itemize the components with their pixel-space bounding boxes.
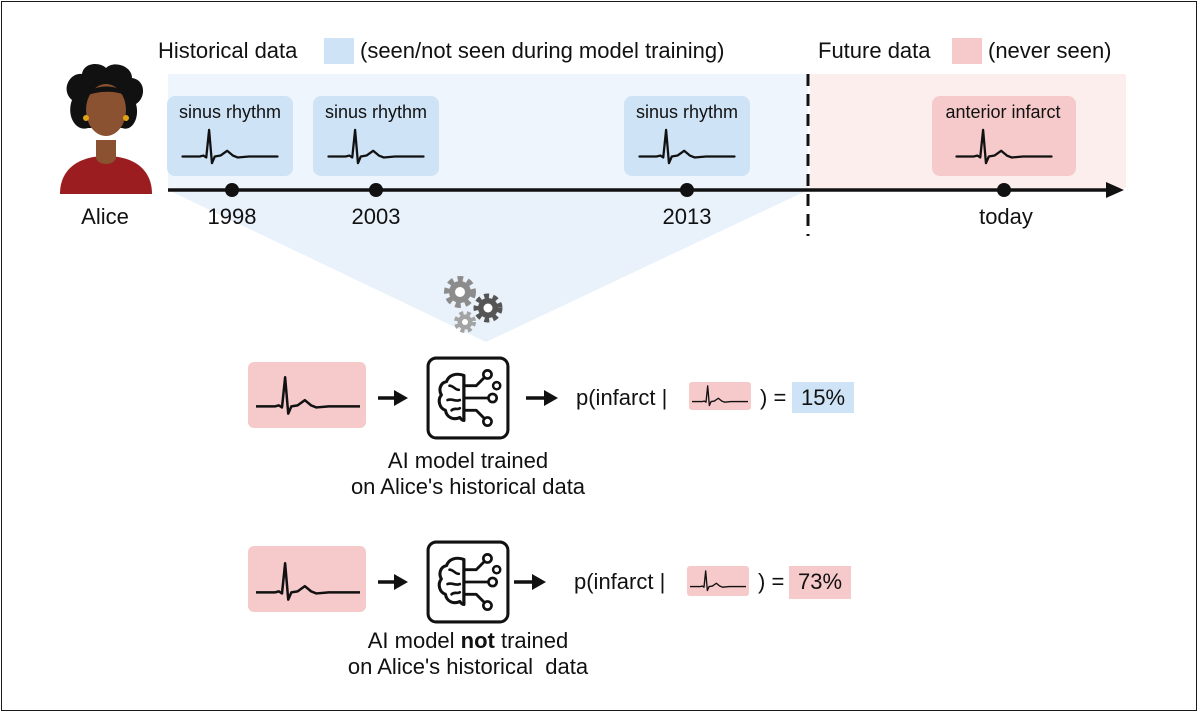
model-caption-line2: on Alice's historical data — [351, 474, 586, 499]
legend-historical-note: (seen/not seen during model training) — [360, 38, 724, 63]
legend-historical-label: Historical data — [158, 38, 298, 63]
legend-future-label: Future data — [818, 38, 931, 63]
event-label: anterior infarct — [945, 102, 1060, 122]
event-today: anterior infarct today — [932, 96, 1076, 229]
probability-prefix: p(infarct | — [576, 385, 667, 410]
event-year: 2013 — [663, 204, 712, 229]
person-avatar — [60, 64, 152, 194]
training-funnel — [168, 190, 808, 342]
brain-circuit-icon — [426, 540, 510, 624]
event-1998: sinus rhythm 1998 — [167, 96, 293, 229]
model-caption-line2: on Alice's historical data — [348, 654, 589, 679]
event-year: 2003 — [352, 204, 401, 229]
arrow-right-icon — [1106, 182, 1124, 198]
event-year: today — [979, 204, 1033, 229]
event-2003: sinus rhythm 2003 — [313, 96, 439, 229]
legend-historical-swatch — [324, 38, 354, 64]
probability-value-badge — [792, 382, 854, 413]
probability-value: 73% — [798, 569, 842, 594]
probability-suffix: ) = — [758, 569, 784, 594]
event-label: sinus rhythm — [179, 102, 281, 122]
input-ecg-card — [248, 362, 366, 428]
legend-future-swatch — [952, 38, 982, 64]
legend-future-note: (never seen) — [988, 38, 1112, 63]
event-label: sinus rhythm — [325, 102, 427, 122]
event-label: sinus rhythm — [636, 102, 738, 122]
probability-value: 15% — [801, 385, 845, 410]
probability-value-badge — [789, 566, 851, 599]
model-caption-line1: AI model not trained — [368, 628, 569, 653]
patient-name: Alice — [81, 204, 129, 229]
event-2013: sinus rhythm 2013 — [624, 96, 750, 229]
probability-suffix: ) = — [760, 385, 786, 410]
inline-ecg-card — [689, 382, 751, 410]
input-ecg-card — [248, 546, 366, 612]
model-row-trained: p(infarct | ) = 15% AI model trained on … — [248, 356, 854, 499]
probability-prefix: p(infarct | — [574, 569, 665, 594]
brain-circuit-icon — [426, 356, 510, 440]
model-caption-line1: AI model trained — [388, 448, 548, 473]
inline-ecg-card — [687, 566, 749, 596]
event-year: 1998 — [208, 204, 257, 229]
model-row-not-trained: p(infarct | ) = 73% AI model not trained… — [248, 540, 851, 679]
gears-icon — [444, 276, 503, 333]
